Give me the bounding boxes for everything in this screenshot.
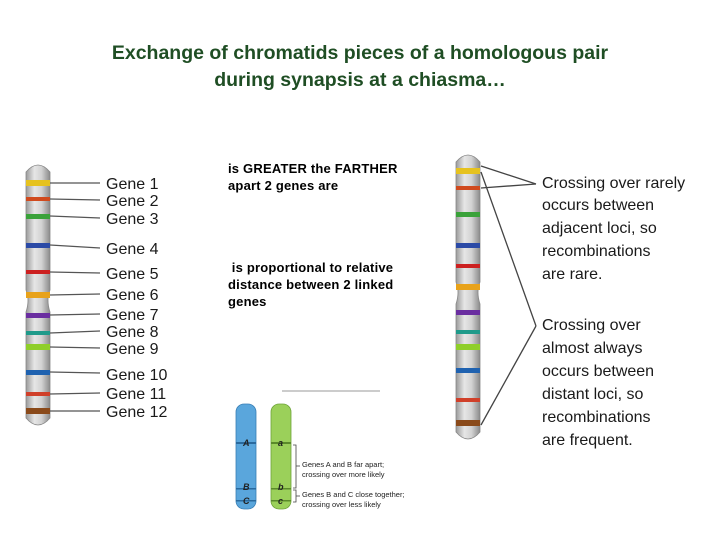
right-text-rare: Crossing over rarely occurs between adja… xyxy=(542,175,685,283)
allele-a: a xyxy=(278,438,283,448)
callout-lines xyxy=(481,166,536,425)
right-text-frequent: Crossing over almost always occurs betwe… xyxy=(542,317,654,449)
gene-label-4: Gene 4 xyxy=(106,241,159,258)
gene-label-6: Gene 6 xyxy=(106,287,159,304)
gene-label-2: Gene 2 xyxy=(106,193,159,210)
rare-line-2: occurs between xyxy=(542,197,654,214)
frequent-line-6: are frequent. xyxy=(542,432,633,449)
gene-label-10: Gene 10 xyxy=(106,367,167,384)
caption-close-line-2: crossing over less likely xyxy=(302,500,381,509)
gene-label-11: Gene 11 xyxy=(106,386,166,403)
caption-far-line-1: Genes A and B far apart; xyxy=(302,460,384,469)
gene-label-3: Gene 3 xyxy=(106,211,159,228)
rare-line-3: adjacent loci, so xyxy=(542,220,657,237)
allele-A: A xyxy=(242,438,250,448)
blue-chromatid xyxy=(236,404,256,509)
allele-C: C xyxy=(243,496,250,506)
gene-label-7: Gene 7 xyxy=(106,307,159,324)
gene-label-12: Gene 12 xyxy=(106,404,167,421)
gene-label-9: Gene 9 xyxy=(106,341,159,358)
green-chromatid xyxy=(271,404,291,509)
gene-labels: Gene 1 Gene 2 Gene 3 Gene 4 Gene 5 Gene … xyxy=(106,176,167,421)
allele-c: c xyxy=(278,496,283,506)
rare-line-5: are rare. xyxy=(542,266,602,283)
left-chromosome xyxy=(26,165,50,425)
rare-line-1: Crossing over rarely xyxy=(542,175,685,192)
frequent-line-3: occurs between xyxy=(542,363,654,380)
gene-label-8: Gene 8 xyxy=(106,324,159,341)
rare-line-4: recombinations xyxy=(542,243,651,260)
caption-close-line-1: Genes B and C close together; xyxy=(302,490,405,499)
frequent-line-2: almost always xyxy=(542,340,642,357)
allele-B: B xyxy=(243,482,250,492)
right-chromosome xyxy=(456,155,480,439)
frequent-line-5: recombinations xyxy=(542,409,651,426)
gene-leader-lines xyxy=(50,183,100,411)
frequent-line-1: Crossing over xyxy=(542,317,641,334)
frequent-line-4: distant loci, so xyxy=(542,386,643,403)
allele-b: b xyxy=(278,482,284,492)
gene-label-1: Gene 1 xyxy=(106,176,159,193)
small-homolog-figure: A a B b C c Genes A and B far apart; cro… xyxy=(236,391,405,509)
caption-far-line-2: crossing over more likely xyxy=(302,470,385,479)
gene-label-5: Gene 5 xyxy=(106,266,159,283)
